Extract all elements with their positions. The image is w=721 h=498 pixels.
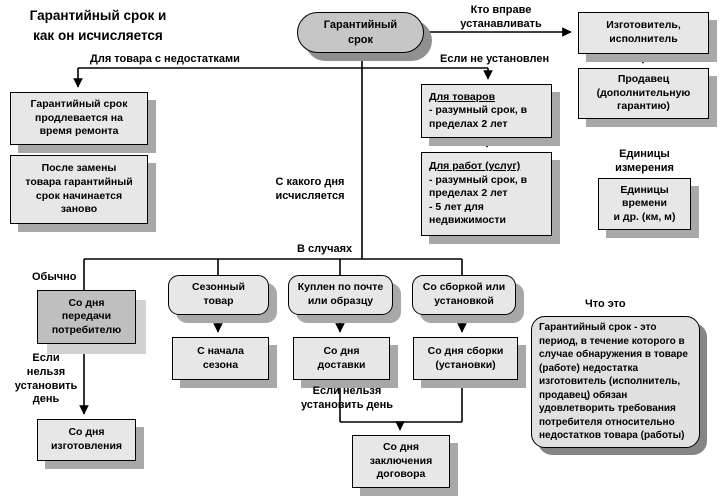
node-for-works: Для работ (услуг) - разумный срок, в пре… [421,152,552,236]
node-label: Сезонный товар [192,281,245,307]
node-restarts-after-replacement: После замены товара гарантийный срок нач… [10,155,148,224]
node-warranty-period: Гарантийный срок [297,12,424,53]
node-day-of-assembly: Со дня сборки (установки) [413,337,518,380]
node-body: - разумный срок, в пределах 2 лет - 5 ле… [429,173,528,227]
node-label: Со сборкой или установкой [422,281,506,307]
edge-label-if-not-set: Если не установлен [440,53,550,65]
edge-label-what-is: Что это [585,298,626,310]
edge-label-from-which-day: С какого дня исчисляется [275,176,345,202]
node-label: С начала сезона [197,344,244,371]
edge-label-who-sets: Кто вправе устанавливать [460,4,542,30]
node-seasonal-goods: Сезонный товар [168,275,269,315]
node-label: Со дня заключения договора [369,441,433,481]
edge-label-usually: Обычно [32,271,77,283]
node-label: Гарантийный срок - это период, в течение… [539,322,688,441]
node-bought-by-mail: Куплен по почте или образцу [288,275,393,315]
node-label: Со дня сборки (установки) [427,344,504,371]
node-day-of-contract: Со дня заключения договора [352,435,450,488]
node-label: Гарантийный срок [323,19,398,46]
node-with-assembly: Со сборкой или установкой [412,275,516,315]
node-day-of-manufacture: Со дня изготовления [37,419,136,461]
units-of-measure-title: Единицы измерения [615,148,674,174]
node-label: Гарантийный срок продлевается на время р… [30,98,128,138]
edge-label-if-cant-determine-left: Если нельзя установить день [14,352,78,406]
node-body: - разумный срок, в пределах 2 лет [429,104,528,130]
node-label: Со дня доставки [317,344,366,371]
edge-label-if-cant-determine-bottom: Если нельзя установить день [300,385,394,411]
node-units: Единицы времени и др. (км, м) [598,178,691,230]
node-manufacturer: Изготовитель, исполнитель [578,12,709,54]
node-label: После замены товара гарантийный срок нач… [25,162,133,216]
node-label: Со дня передачи потребителю [51,296,122,336]
node-label: Единицы времени и др. (км, м) [613,183,676,223]
edge-label-in-cases: В случаях [297,243,353,255]
node-day-of-transfer: Со дня передачи потребителю [37,290,136,344]
node-for-goods: Для товаров - разумный срок, в пределах … [421,84,552,138]
edge-label-defective-goods: Для товара с недостатками [90,53,240,65]
node-label: Изготовитель, исполнитель [606,19,681,45]
node-heading: Для товаров [429,90,496,103]
node-seller: Продавец (дополнительную гарантию) [578,68,709,119]
node-heading: Для работ (услуг) [429,159,521,172]
node-extended-for-repair: Гарантийный срок продлевается на время р… [10,92,148,145]
node-label: Со дня изготовления [50,426,123,452]
node-day-of-delivery: Со дня доставки [293,337,390,380]
node-season-start: С начала сезона [172,337,269,380]
node-label: Куплен по почте или образцу [297,281,384,307]
page-title: Гарантийный срок и как он исчисляется [29,8,167,44]
node-definition: Гарантийный срок - это период, в течение… [531,316,700,448]
node-label: Продавец (дополнительную гарантию) [596,73,691,113]
